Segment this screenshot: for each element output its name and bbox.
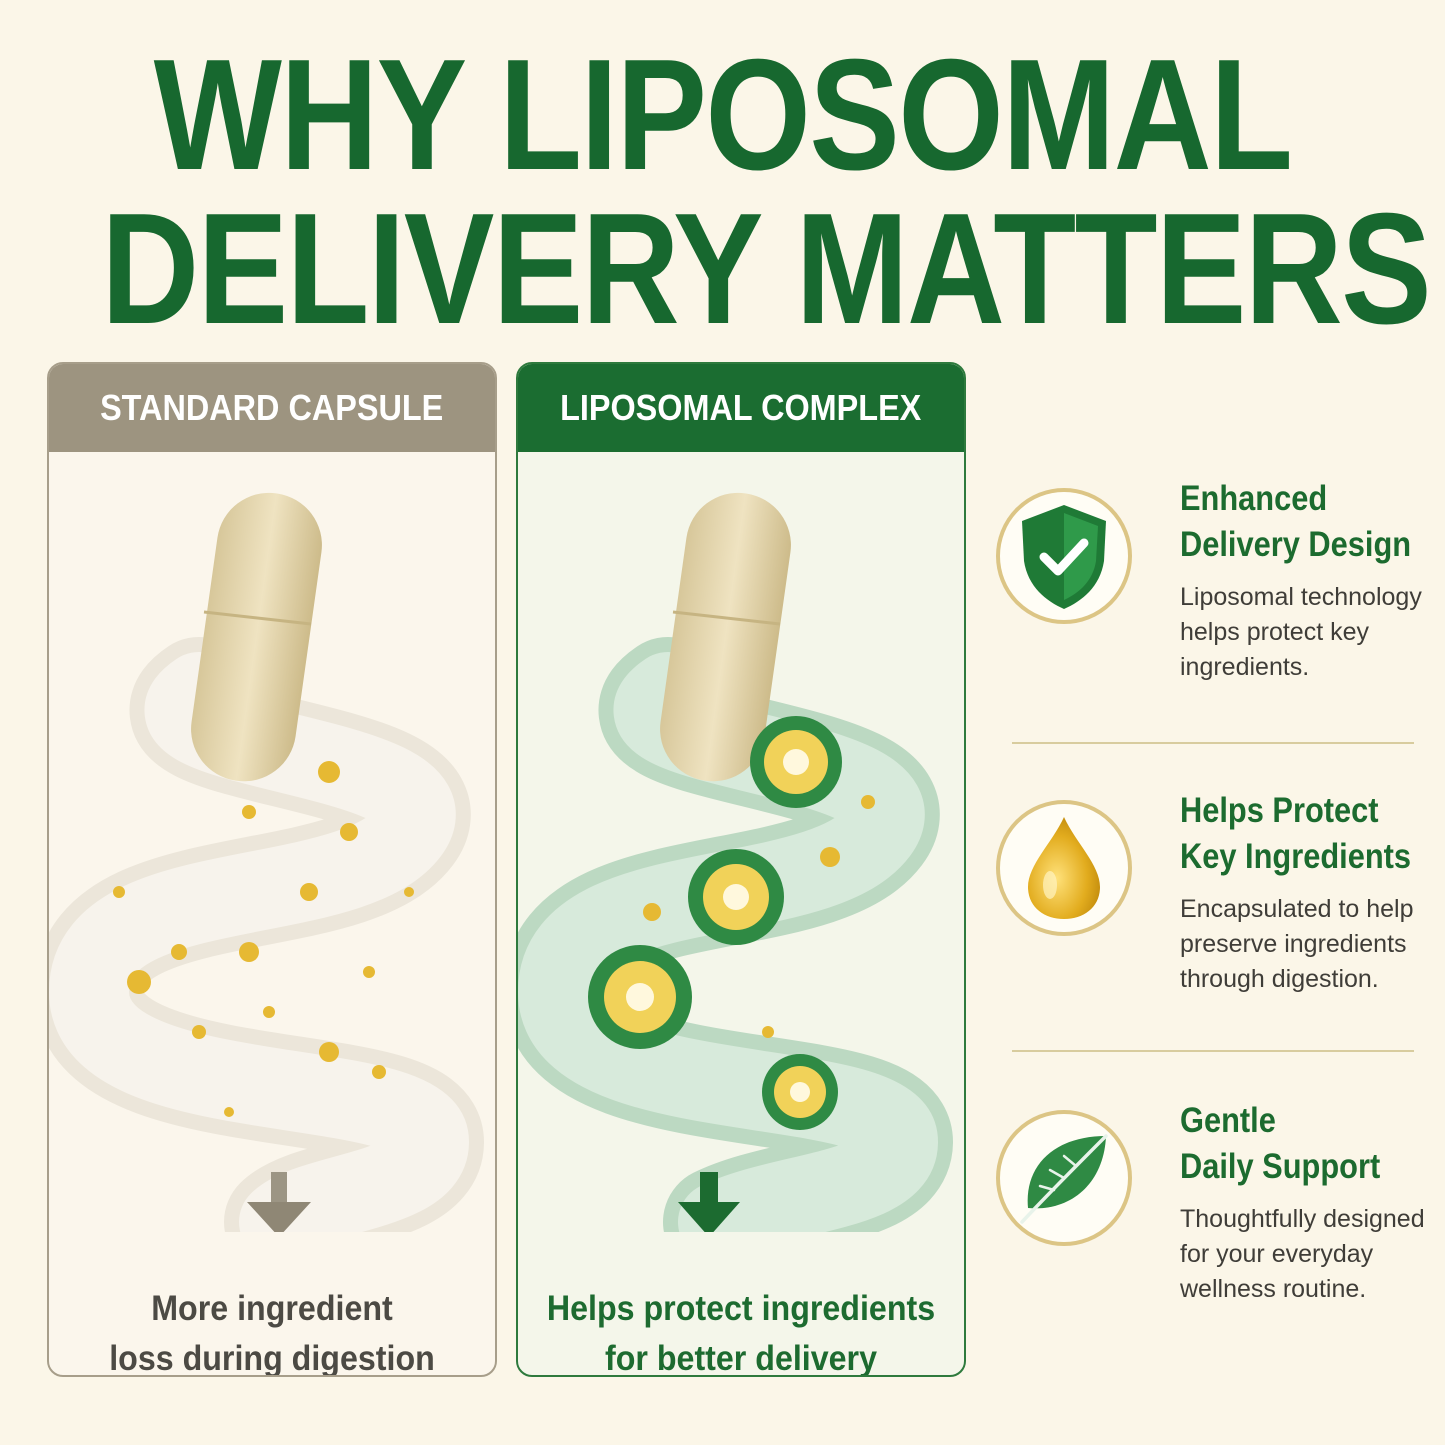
liposomal-complex-caption: Helps protect ingredients for better del… — [546, 1289, 936, 1377]
feature-description: Liposomal technology helps protect key i… — [1180, 583, 1422, 681]
page-title-line-2: DELIVERY MATTERS — [101, 181, 1432, 357]
leaf-icon — [1020, 1134, 1108, 1224]
liposomal-complex-panel: LIPOSOMAL COMPLEX Helps protect ingredie… — [516, 362, 966, 1377]
liposomal-digestion-illustration — [518, 492, 954, 1232]
capsule-icon — [191, 492, 322, 782]
page-title-line-1: WHY LIPOSOMAL — [153, 27, 1293, 203]
feature-description: Thoughtfully designed for your everyday … — [1180, 1205, 1425, 1303]
feature-description: Encapsulated to help preserve ingredient… — [1180, 895, 1414, 993]
oil-drop-icon — [1028, 817, 1100, 919]
feature-divider — [1012, 1050, 1414, 1052]
standard-capsule-header: STANDARD CAPSULE — [49, 364, 495, 452]
standard-digestion-illustration — [49, 492, 485, 1232]
shield-check-icon — [1022, 505, 1106, 609]
liposome-icon — [588, 716, 842, 1130]
liposomal-complex-header: LIPOSOMAL COMPLEX — [518, 364, 964, 452]
standard-capsule-panel: STANDARD CAPSULE More ingredient loss du… — [47, 362, 497, 1377]
feature-title: Helps Protect Key Ingredients — [1180, 791, 1412, 876]
capsule-icon — [660, 492, 791, 782]
arrow-down-icon — [247, 1172, 311, 1232]
feature-title: Gentle Daily Support — [1180, 1101, 1381, 1186]
arrow-down-icon — [678, 1172, 740, 1232]
standard-capsule-caption: More ingredient loss during digestion — [109, 1289, 435, 1377]
feature-divider — [1012, 742, 1414, 744]
ingredient-particles-icon — [113, 761, 414, 1117]
feature-title: Enhanced Delivery Design — [1180, 479, 1412, 564]
